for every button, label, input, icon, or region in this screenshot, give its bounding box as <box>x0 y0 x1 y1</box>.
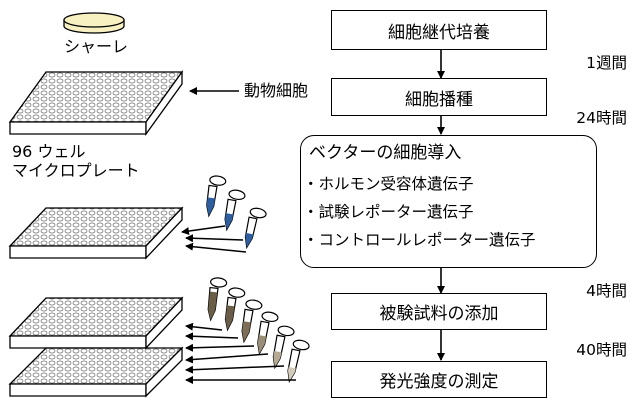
petri-dish-icon <box>63 12 125 34</box>
microplate-icon-4 <box>8 346 184 398</box>
step-seeding: 細胞播種 <box>331 78 547 116</box>
reagent-tubes-blue-icon <box>206 175 267 250</box>
time-label-3: 4時間 <box>586 282 627 300</box>
step-luminescence-measurement: 発光強度の測定 <box>331 361 547 398</box>
step-sample-addition: 被験試料の添加 <box>331 293 547 330</box>
dish-label: シャーレ <box>64 37 129 56</box>
gene-item-hormone-receptor: ・ホルモン受容体遺伝子 <box>303 175 474 193</box>
gene-item-test-reporter: ・試験レポーター遺伝子 <box>303 203 474 221</box>
time-label-1: 1週間 <box>586 54 627 72</box>
sample-tubes-brown-icon <box>207 277 310 384</box>
animal-cells-label: 動物細胞 <box>244 81 309 100</box>
microplate-icon-3 <box>8 296 184 350</box>
step-vector-title: ベクターの細胞導入 <box>309 143 462 163</box>
gene-item-control-reporter: ・コントロールレポーター遺伝子 <box>303 231 536 249</box>
time-label-2: 24時間 <box>576 109 627 127</box>
time-label-4: 40時間 <box>576 341 627 359</box>
plate-label-line1: 96 ウェル <box>12 142 86 161</box>
plate-label-line2: マイクロプレート <box>12 161 140 180</box>
step-vector-transfection: ベクターの細胞導入 ・ホルモン受容体遺伝子 ・試験レポーター遺伝子 ・コントロー… <box>300 135 597 268</box>
microplate-icon-2 <box>8 206 184 260</box>
microplate-icon-1 <box>8 69 184 137</box>
step-subculture: 細胞継代培養 <box>331 10 547 50</box>
